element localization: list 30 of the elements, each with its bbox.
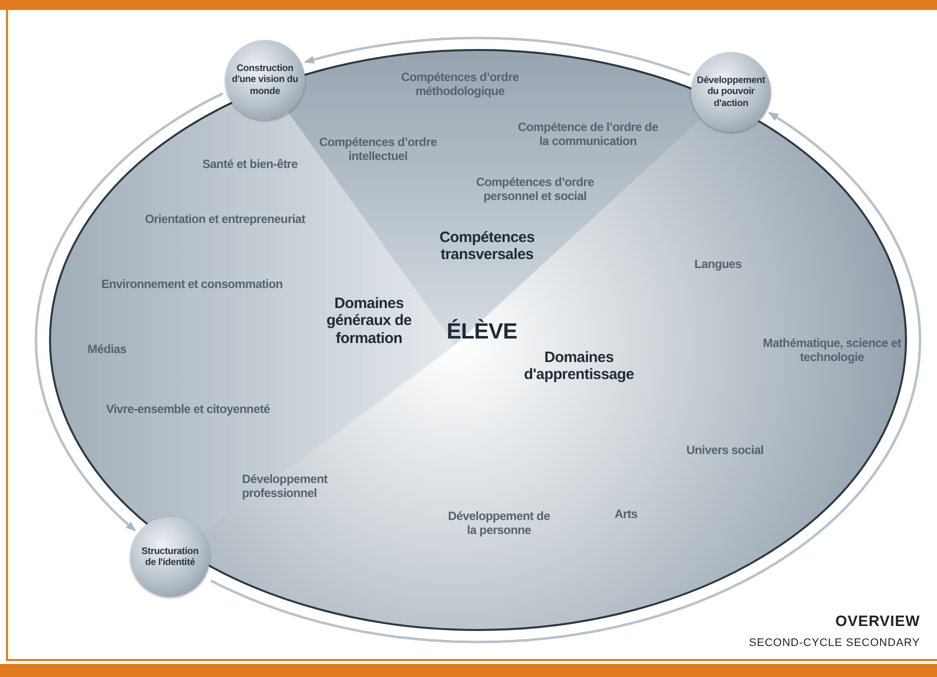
sector-title: Domaines d'apprentissage <box>523 348 635 384</box>
center-title: ÉLÈVE <box>446 318 518 344</box>
sector-title: Domaines généraux de formation <box>325 295 413 347</box>
panel-subtitle: SECOND-CYCLE SECONDARY <box>748 637 920 650</box>
sector-item: Développement professionnel <box>242 473 329 501</box>
panel-title: OVERVIEW <box>834 613 920 630</box>
circle-node <box>225 40 305 120</box>
cycle-arrow <box>34 92 224 532</box>
sector-item: Arts <box>614 508 638 522</box>
sector-item: Compétence de l’ordre de la communication <box>516 121 660 149</box>
circle-node <box>130 517 210 597</box>
sector-item: Compétences d’ordre personnel et social <box>475 176 595 204</box>
sector-title: Compétences transversales <box>438 228 536 264</box>
node-text: Structuration de l'identité <box>140 546 200 568</box>
sector-item: Orientation et entrepreneuriat <box>144 213 306 227</box>
node-text: Construction d'une vision du monde <box>230 62 300 98</box>
node-text: Développement du pouvoir d'action <box>696 74 766 110</box>
cycle-arrow <box>210 112 922 644</box>
sector-item: Environnement et consommation <box>100 278 284 292</box>
sector-item: Univers social <box>685 444 765 458</box>
sector-item: Médias <box>86 343 128 357</box>
sector-item: Compétences d’ordre méthodologique <box>400 71 520 99</box>
sector-item: Langues <box>693 258 743 272</box>
sector-item: Vivre-ensemble et citoyenneté <box>105 403 271 417</box>
sector-item: Mathématique, science et technologie <box>762 337 902 365</box>
cycle-arrow <box>304 36 691 76</box>
sector-item: Développement de la personne <box>447 510 551 538</box>
sector-item: Compétences d’ordre intellectuel <box>318 136 438 164</box>
sector-item: Santé et bien-être <box>201 158 299 172</box>
circle-node <box>691 52 771 132</box>
